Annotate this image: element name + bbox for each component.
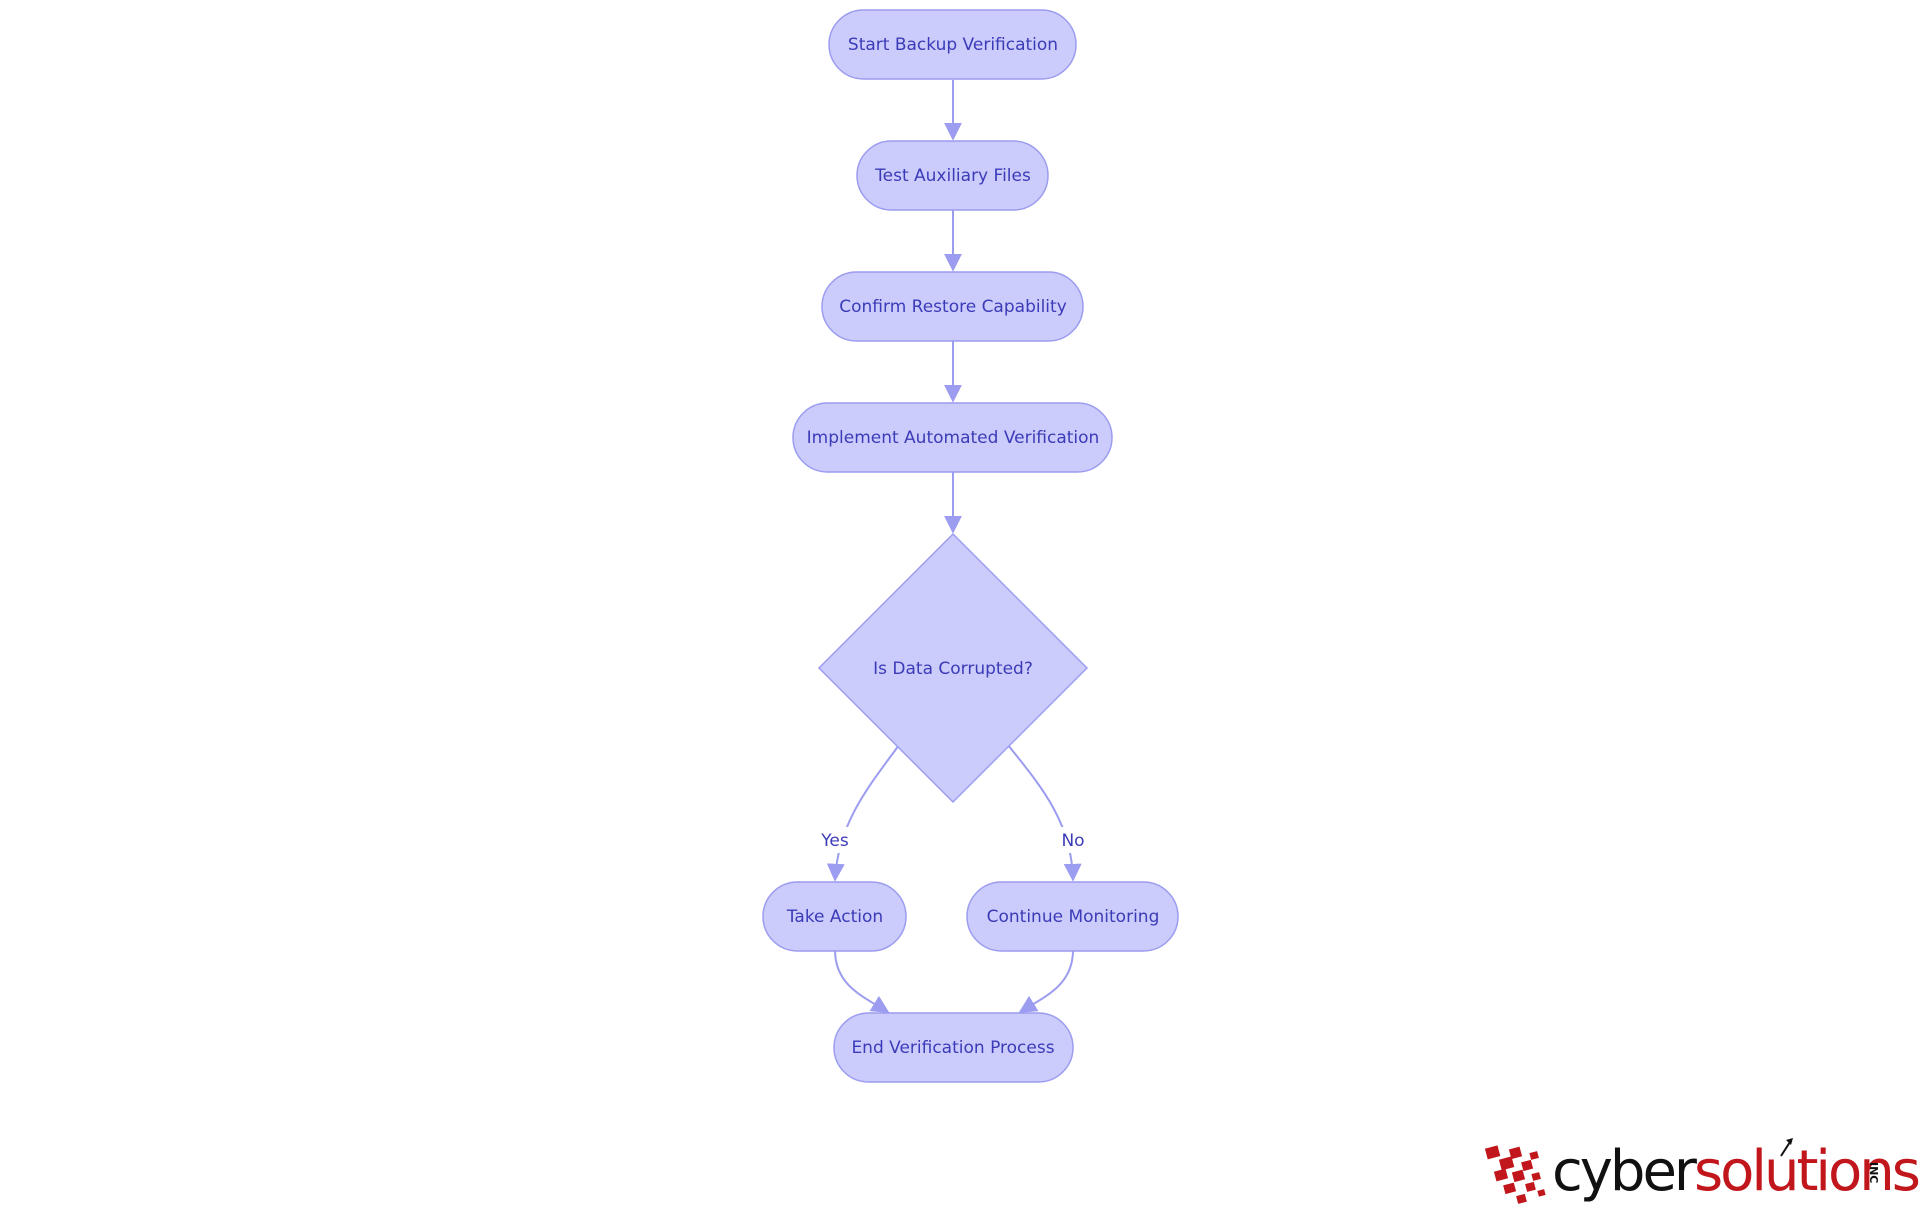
edge-continue-monitoring-to-end	[1018, 949, 1074, 1013]
node-label-implement: Implement Automated Verification	[807, 428, 1100, 448]
cybersolutions-logo: cybersolutions INC	[1484, 1138, 1920, 1204]
node-label-start: Start Backup Verification	[848, 35, 1058, 55]
node-start-backup-verification	[828, 9, 1077, 80]
node-label-decision: Is Data Corrupted?	[873, 659, 1033, 679]
edge-label-yes: Yes	[820, 831, 849, 851]
node-label-take-action: Take Action	[786, 907, 883, 927]
edge-decision-to-continue-monitoring	[1007, 744, 1082, 882]
node-continue-monitoring	[966, 881, 1179, 952]
edge-decision-to-take-action	[826, 744, 900, 882]
logo-text-solutions: solutions	[1694, 1139, 1919, 1204]
node-test-auxiliary-files	[856, 140, 1049, 211]
edge-labels: Yes No	[815, 827, 1090, 853]
nodes	[762, 9, 1179, 1083]
logo-text-inc: INC	[1867, 1162, 1880, 1183]
logo-arrow-icon	[1780, 1141, 1791, 1157]
node-label-confirm: Confirm Restore Capability	[839, 297, 1067, 317]
edge-label-no: No	[1061, 831, 1084, 851]
node-confirm-restore-capability	[821, 271, 1084, 342]
node-take-action	[762, 881, 907, 952]
node-is-data-corrupted-diamond	[817, 532, 1089, 804]
node-label-continue-monitoring: Continue Monitoring	[987, 907, 1160, 927]
node-label-end: End Verification Process	[851, 1038, 1054, 1058]
logo-mark-icon	[1484, 1145, 1546, 1204]
edge-take-action-to-end	[834, 949, 890, 1013]
node-end-verification-process	[833, 1012, 1074, 1083]
logo-text-cyber: cyber	[1552, 1139, 1698, 1204]
node-implement-automated-verification	[792, 402, 1113, 473]
node-label-test: Test Auxiliary Files	[874, 166, 1031, 186]
svg-text:cybersolutions: cybersolutions	[1552, 1139, 1919, 1204]
edges	[826, 80, 1082, 1013]
node-labels: Start Backup Verification Test Auxiliary…	[786, 35, 1160, 1058]
